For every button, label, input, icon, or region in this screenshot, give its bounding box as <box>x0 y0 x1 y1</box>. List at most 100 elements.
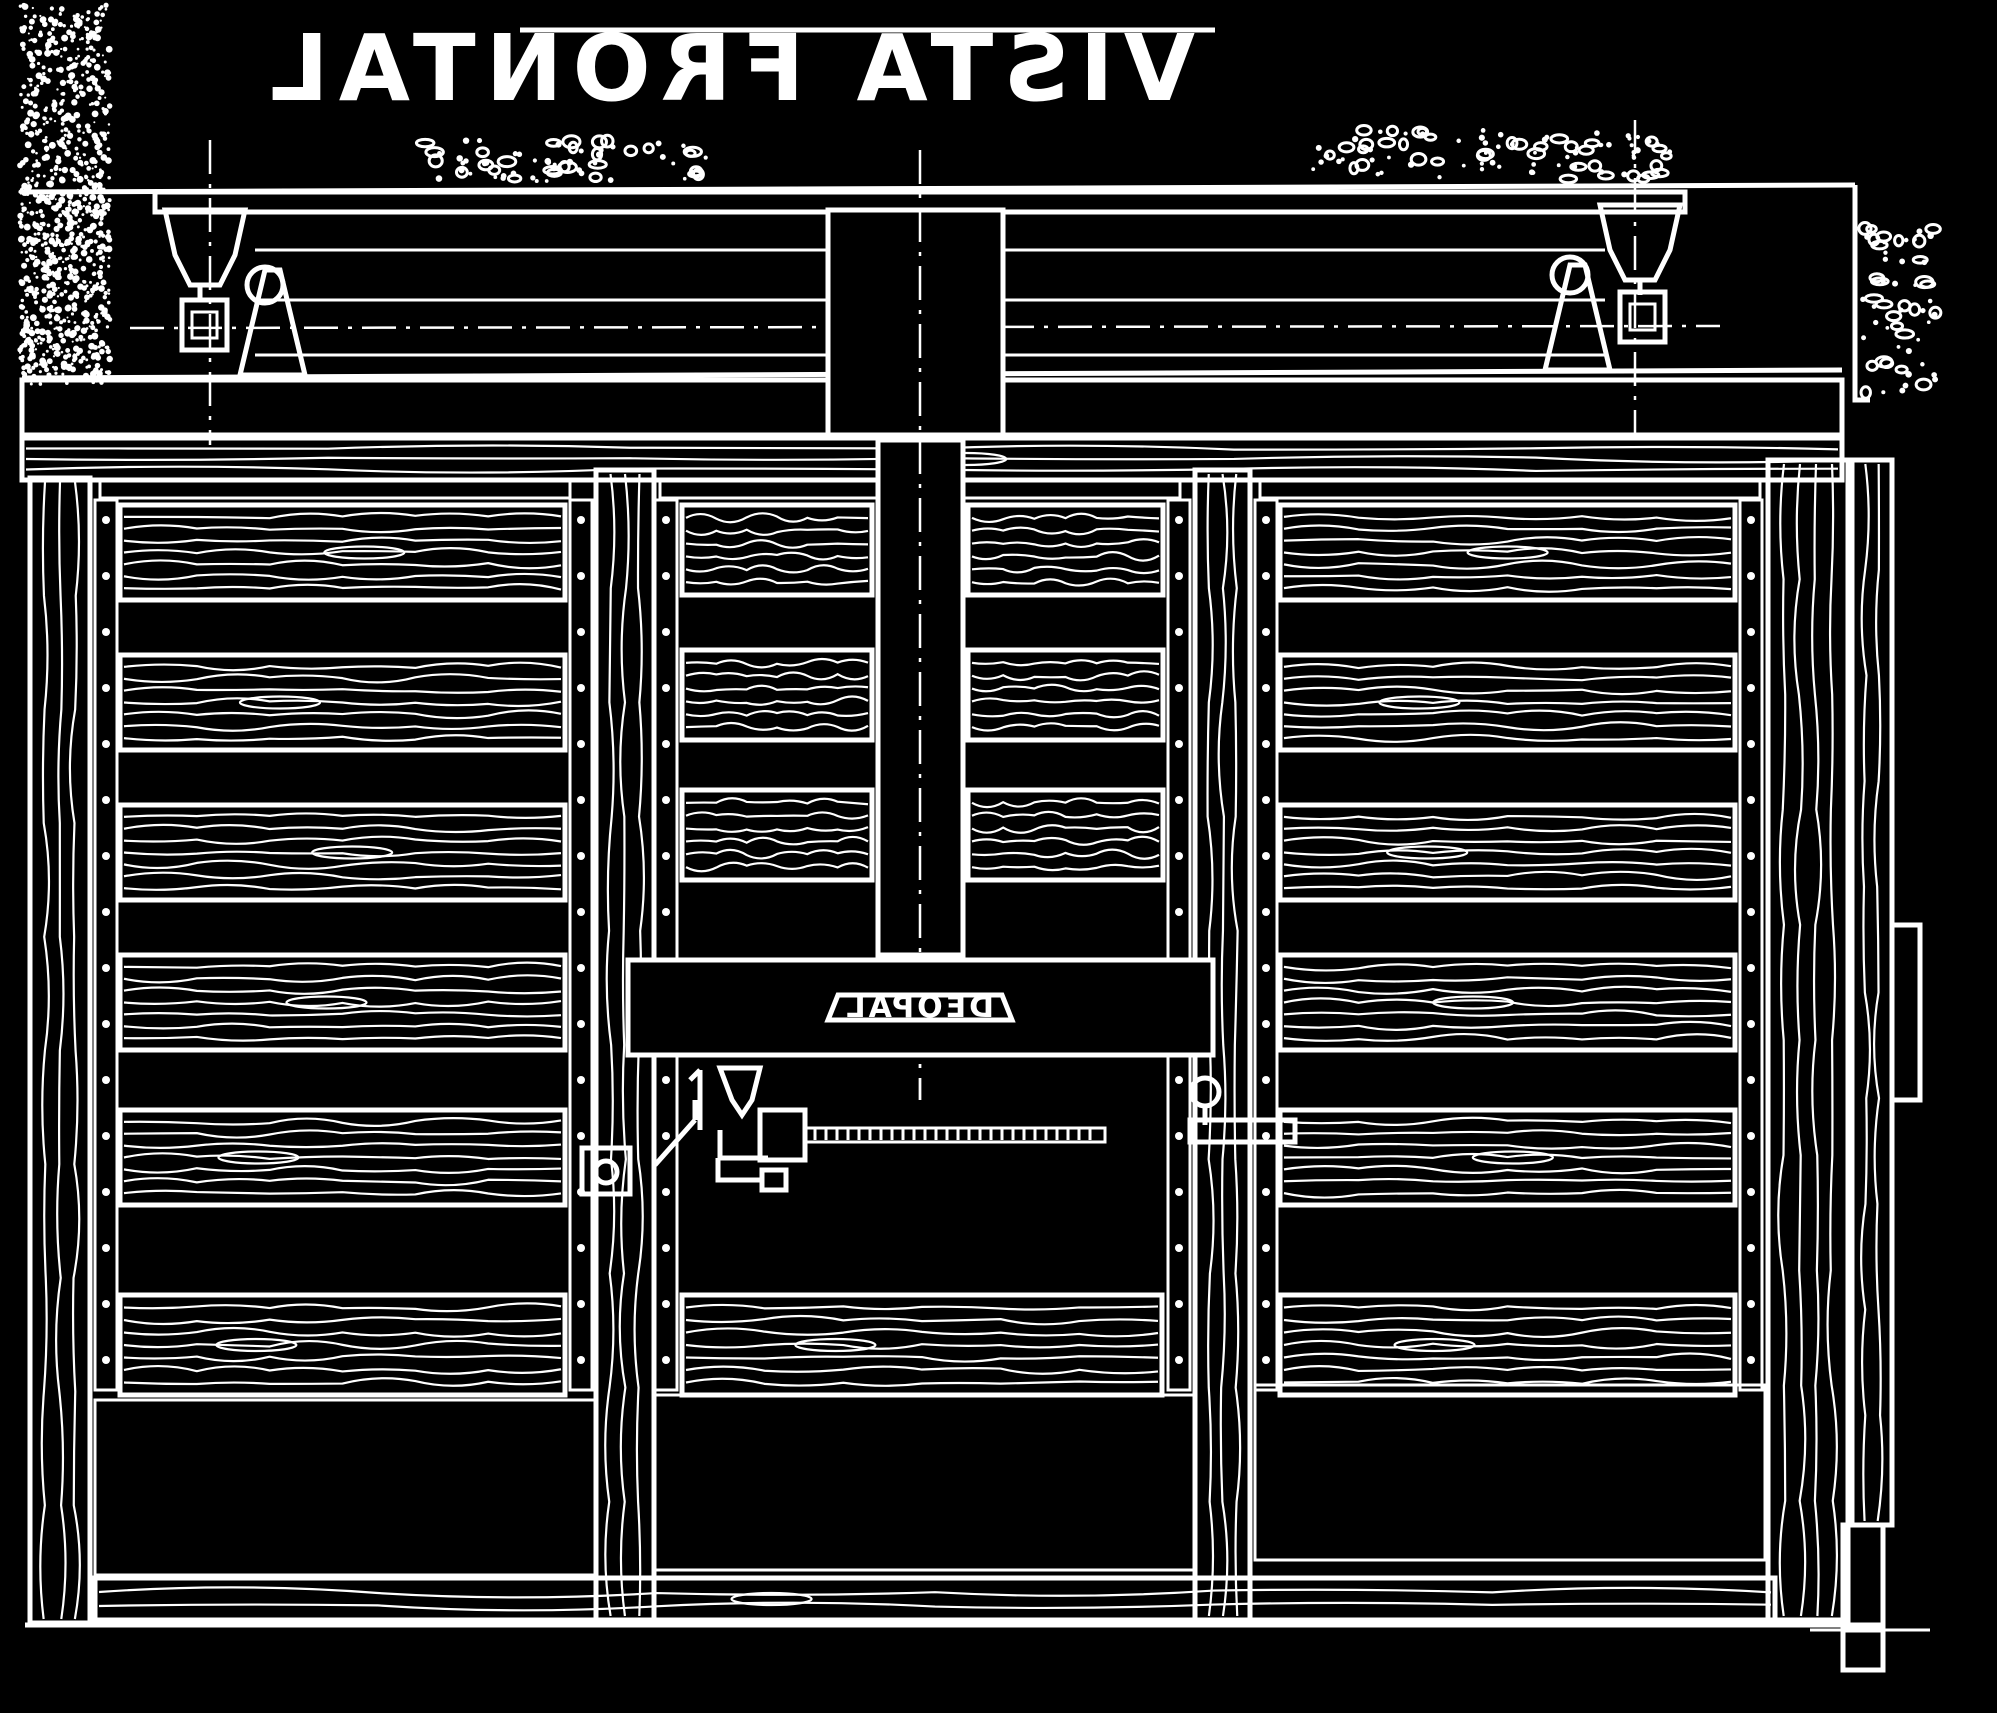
wall-speck <box>57 110 62 116</box>
wall-speck <box>74 56 78 60</box>
gravel-stone <box>1894 328 1916 340</box>
wall-speck <box>51 286 58 293</box>
wall-speck <box>62 46 68 52</box>
wall-speck <box>50 27 55 32</box>
gravel-stone <box>545 138 562 148</box>
wall-speck <box>32 221 36 225</box>
gravel-grain <box>1495 144 1501 150</box>
wall-speck <box>95 252 99 256</box>
wall-speck <box>102 342 106 346</box>
gravel-grain <box>1556 163 1561 168</box>
wall-speck <box>48 313 52 317</box>
gravel-grain <box>1899 258 1906 265</box>
wall-speck <box>99 265 104 269</box>
wall-speck <box>73 345 80 352</box>
gravel-grain <box>500 175 506 181</box>
rivet <box>102 1076 110 1084</box>
wall-speck <box>52 205 59 212</box>
gravel-stone <box>424 146 445 159</box>
gravel-grain <box>1932 376 1939 383</box>
gravel-grain <box>1541 136 1548 143</box>
wall-speck <box>78 84 84 90</box>
rivet <box>1747 628 1755 636</box>
wall-speck <box>64 214 68 218</box>
wall-speck <box>73 111 81 119</box>
wall-speck <box>79 338 83 342</box>
wall-speck <box>77 218 83 223</box>
wall-speck <box>108 71 112 75</box>
wall-speck <box>30 38 34 42</box>
wall-speck <box>89 280 92 284</box>
rivet <box>577 684 585 692</box>
wall-speck <box>36 342 40 345</box>
gravel-grain <box>1377 129 1383 135</box>
wall-speck <box>20 358 25 363</box>
wall-speck <box>26 77 30 80</box>
wall-speck <box>20 306 25 310</box>
wall-speck <box>105 348 111 355</box>
wall-speck <box>93 335 97 339</box>
wall-speck <box>28 25 33 30</box>
wall-speck <box>48 269 52 272</box>
wall-speck <box>34 348 38 351</box>
wall-speck <box>71 340 74 343</box>
gravel-grain <box>1883 250 1888 255</box>
wall-speck <box>92 263 96 267</box>
wall-speck <box>82 205 86 208</box>
wall-speck <box>99 216 104 221</box>
wall-speck <box>81 355 86 361</box>
wall-speck <box>96 321 99 324</box>
wall-speck <box>20 250 24 254</box>
gravel-stone <box>414 137 436 149</box>
wall-speck <box>43 241 48 246</box>
wall-speck <box>86 128 90 132</box>
wall-speck <box>68 115 74 121</box>
gravel-stone <box>1505 135 1519 151</box>
gravel-stone <box>1385 124 1400 138</box>
wall-speck <box>88 325 91 328</box>
wall-speck <box>44 135 48 139</box>
wall-speck <box>82 140 89 147</box>
wall-speck <box>69 33 76 40</box>
wall-speck <box>48 321 53 325</box>
rivet <box>1747 1020 1755 1028</box>
wall-speck <box>18 4 23 8</box>
wall-speck <box>24 310 29 314</box>
wall-speck <box>87 179 90 182</box>
gravel-stone <box>1377 136 1397 149</box>
wall-speck <box>45 329 51 336</box>
wall-speck <box>80 36 84 41</box>
wall-speck <box>45 246 51 251</box>
gravel-grain <box>681 143 686 149</box>
gravel-grain <box>1565 154 1570 160</box>
wall-speck <box>107 123 111 126</box>
steel-channel <box>93 498 119 1392</box>
wall-speck <box>27 181 30 184</box>
rivet <box>102 1188 110 1196</box>
rivet <box>662 908 670 916</box>
rivet <box>1262 1300 1270 1308</box>
wall-speck <box>51 102 58 109</box>
gravel-grain <box>1635 134 1641 140</box>
wall-speck <box>42 174 46 178</box>
rivet <box>1175 628 1183 636</box>
steel-channel <box>568 498 594 1392</box>
wall-speck <box>29 246 34 251</box>
wall-speck <box>45 149 48 153</box>
steel-channel <box>1166 498 1192 1392</box>
wall-speck <box>35 72 43 80</box>
wall-speck <box>21 370 26 376</box>
wall-speck <box>27 109 35 117</box>
rivet <box>1747 740 1755 748</box>
gravel-side <box>1857 221 1943 400</box>
wall-speck <box>26 211 29 214</box>
wall-speck <box>106 355 113 363</box>
gravel-stone <box>1893 233 1905 248</box>
wall-speck <box>52 254 56 259</box>
wall-speck <box>54 274 61 281</box>
wall-speck <box>88 201 92 205</box>
gravel-stone <box>587 159 608 170</box>
wall-speck <box>31 6 34 10</box>
wall-speck <box>65 304 72 312</box>
